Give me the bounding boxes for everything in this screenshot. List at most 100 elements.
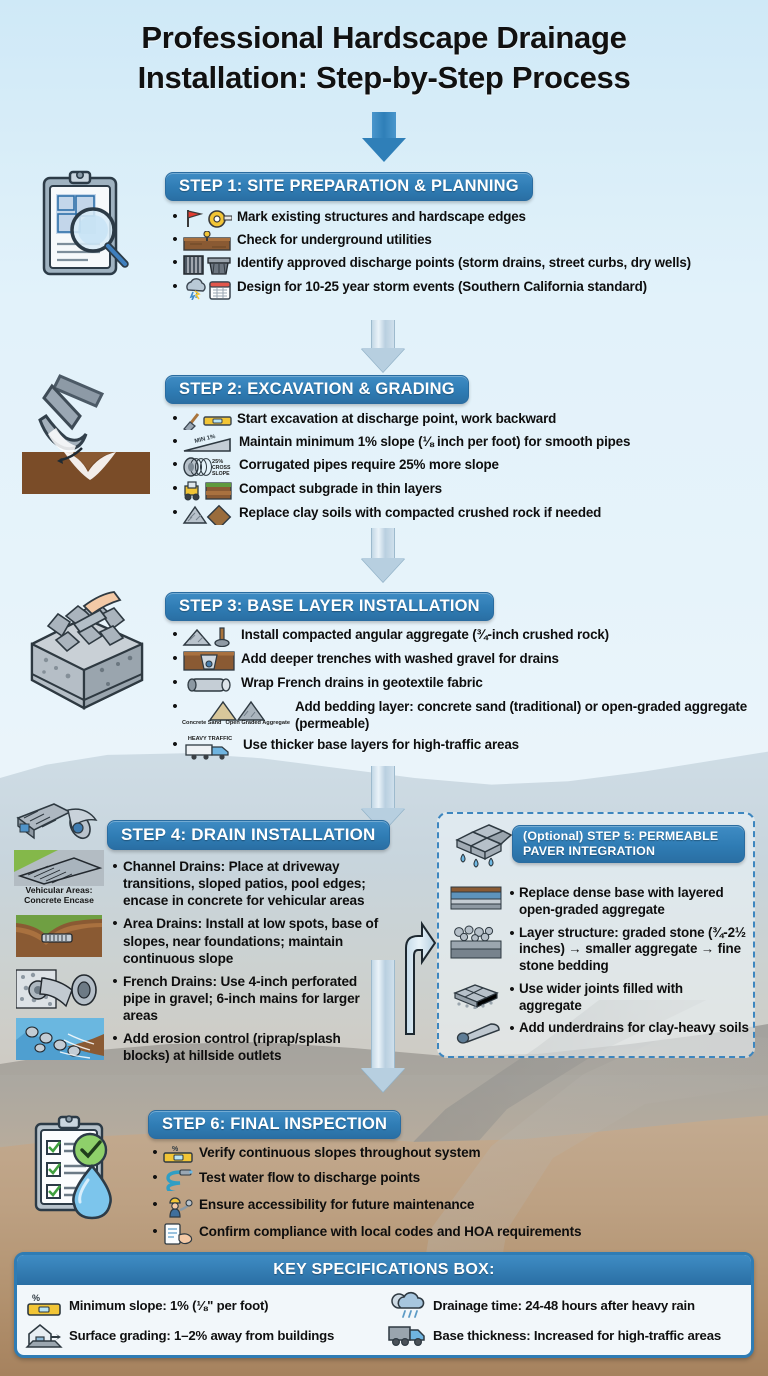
heavy-traffic-truck-icon <box>185 744 229 760</box>
riprap-erosion-control-icon <box>16 1018 104 1060</box>
step-3-header-banner: STEP 3: BASE LAYER INSTALLATION <box>165 592 494 621</box>
key-specifications-grid: % Minimum slope: 1% (⅛" per foot) Draina… <box>17 1285 751 1349</box>
spec-item-text: Base thickness: Increased for high-traff… <box>433 1327 721 1343</box>
bullet-dot: • <box>152 1144 158 1161</box>
rain-cloud-icon <box>387 1291 427 1319</box>
step-1-header-text: STEP 1: SITE PREPARATION & PLANNING <box>179 177 519 195</box>
garden-hose-water-flow-icon <box>166 1169 193 1191</box>
channel-drain-and-pipe-illustration <box>14 800 104 842</box>
cross-slope-label-icon: 25% <box>212 459 223 465</box>
list-item-text: Replace dense base with layered open-gra… <box>519 885 724 917</box>
bullet-icon-group <box>182 231 232 251</box>
list-item-text: Use wider joints filled with aggregate <box>519 980 683 1013</box>
bullet-dot: • <box>172 231 178 248</box>
step-2-header-banner: STEP 2: EXCAVATION & GRADING <box>165 375 469 404</box>
list-item: • Replace dense base with layered open-g… <box>449 885 749 919</box>
spec-item-text: Drainage time: 24-48 hours after heavy r… <box>433 1297 695 1313</box>
bullet-dot: • <box>172 626 178 643</box>
permeable-paver-with-water-drops-illustration <box>449 822 513 878</box>
bullet-dot: • <box>172 504 178 521</box>
step-5-header-line-1: (Optional) STEP 5: PERMEABLE <box>523 828 719 843</box>
bullet-icon-group <box>449 925 503 959</box>
concrete-encase-drain-icon <box>14 850 104 886</box>
storm-cloud-icon <box>186 278 206 300</box>
step-1-header-banner: STEP 1: SITE PREPARATION & PLANNING <box>165 172 533 201</box>
bullet-dot: • <box>172 433 178 450</box>
bullet-dot: • <box>172 208 178 225</box>
bullet-dot: • <box>172 456 178 473</box>
list-item: • Concrete Sand Open Graded Aggregate Ad… <box>170 698 750 733</box>
bullet-dot: • <box>172 254 178 271</box>
clipboard-blueprint-magnifier-illustration <box>30 168 140 288</box>
bullet-dot: • <box>112 1030 118 1048</box>
bullet-dot: • <box>112 858 118 875</box>
page-title-line-2: Installation: Step-by-Step Process <box>137 59 631 95</box>
list-item: • Wrap French drains in geotextile fabri… <box>170 674 750 695</box>
list-item-text: Maintain minimum 1% slope (⅛ inch per fo… <box>239 434 631 449</box>
step-4-bullet-list: • Channel Drains: Place at driveway tran… <box>110 858 388 1067</box>
bullet-dot: • <box>152 1196 158 1213</box>
list-item: • 25% CROSS SLOPE Corrugated <box>170 456 750 477</box>
list-item: • Check for underground utilities <box>170 231 752 251</box>
bullet-icon-group: Concrete Sand Open Graded Aggregate <box>182 698 290 726</box>
list-item: • Use wider joints filled with aggregate <box>449 981 749 1015</box>
list-item-text: Add deeper trenches with washed gravel f… <box>241 651 559 666</box>
bullet-dot: • <box>152 1169 158 1186</box>
spec-item-base-thickness: Base thickness: Increased for high-traff… <box>387 1321 743 1349</box>
bullet-icon-group <box>182 254 232 275</box>
list-item: • Add underdrains for clay-heavy soils <box>449 1020 749 1044</box>
red-flag-icon <box>187 210 232 228</box>
svg-text:%: % <box>172 1146 179 1153</box>
svg-text:SLOPE: SLOPE <box>212 471 230 477</box>
bullet-icon-group <box>182 410 232 430</box>
wide-joint-paver-icon <box>453 984 499 1009</box>
list-item-text: Compact subgrade in thin layers <box>239 481 442 496</box>
page-title: Professional Hardscape Drainage Installa… <box>0 18 768 97</box>
flow-arrow-step2-to-step3 <box>361 528 405 582</box>
area-drain-cross-section-icon <box>16 915 102 957</box>
bullet-dot: • <box>112 915 118 933</box>
step-6-bullet-list: • % Verify continuous slopes throughout … <box>150 1144 750 1248</box>
tamper-icon <box>214 627 230 647</box>
geotextile-wrapped-pipe-icon <box>187 678 231 692</box>
list-item-text: Mark existing structures and hardscape e… <box>237 209 526 224</box>
bullet-dot: • <box>172 278 178 295</box>
spec-item-text: Minimum slope: 1% (⅛" per foot) <box>69 1297 269 1313</box>
list-item: • Add deeper trenches with washed gravel… <box>170 650 750 671</box>
concrete-sand-sublabel: Concrete Sand <box>182 720 222 726</box>
bullet-icon-group <box>449 981 503 1009</box>
list-item-text: Check for underground utilities <box>237 232 432 247</box>
spirit-level-icon <box>203 416 232 426</box>
step-2-header-text: STEP 2: EXCAVATION & GRADING <box>179 380 455 398</box>
perforated-pipe-gravel-icon <box>16 968 104 1010</box>
bullet-dot: • <box>112 972 118 990</box>
street-curb-icon <box>207 257 231 275</box>
list-item-text: Start excavation at discharge point, wor… <box>237 411 557 426</box>
bullet-dot: • <box>172 735 178 753</box>
bullet-icon-group: HEAVY TRAFFIC <box>182 736 238 760</box>
storm-drain-grate-icon <box>183 255 204 275</box>
bullet-icon-group <box>449 885 503 911</box>
list-item-text: Use thicker base layers for high-traffic… <box>243 736 519 752</box>
bullet-icon-group <box>182 504 234 525</box>
step-6-header-text: STEP 6: FINAL INSPECTION <box>162 1115 388 1133</box>
spec-item-minimum-slope: % Minimum slope: 1% (⅛" per foot) <box>25 1291 381 1319</box>
flow-arrow-title-to-step1 <box>362 112 406 162</box>
list-item: • Ensure accessibility for future mainte… <box>150 1196 750 1218</box>
list-item-text: Add underdrains for clay-heavy soils <box>519 1020 749 1036</box>
underground-utility-marker-icon <box>183 231 231 251</box>
heavy-traffic-sublabel: HEAVY TRAFFIC <box>187 735 233 742</box>
compliance-document-icon <box>164 1223 193 1245</box>
step-3-header-text: STEP 3: BASE LAYER INSTALLATION <box>179 597 480 615</box>
underdrain-pipe-icon <box>456 1023 500 1044</box>
list-item: • Add erosion control (riprap/splash blo… <box>110 1030 388 1064</box>
key-specifications-header-text: KEY SPECIFICATIONS BOX: <box>273 1261 495 1278</box>
list-item-text: Test water flow to discharge points <box>199 1170 421 1185</box>
min-slope-wedge-icon: MIN 1% <box>183 434 231 452</box>
step-5-header-banner: (Optional) STEP 5: PERMEABLE PAVER INTEG… <box>512 825 745 863</box>
list-item: • Identify approved discharge points (st… <box>170 254 752 275</box>
list-item-text: Identify approved discharge points (stor… <box>237 255 691 270</box>
vehicular-areas-caption: Vehicular Areas: Concrete Encase <box>9 885 109 906</box>
house-grading-icon <box>25 1321 63 1349</box>
list-item: • Compact subgrade in thin <box>170 480 750 501</box>
